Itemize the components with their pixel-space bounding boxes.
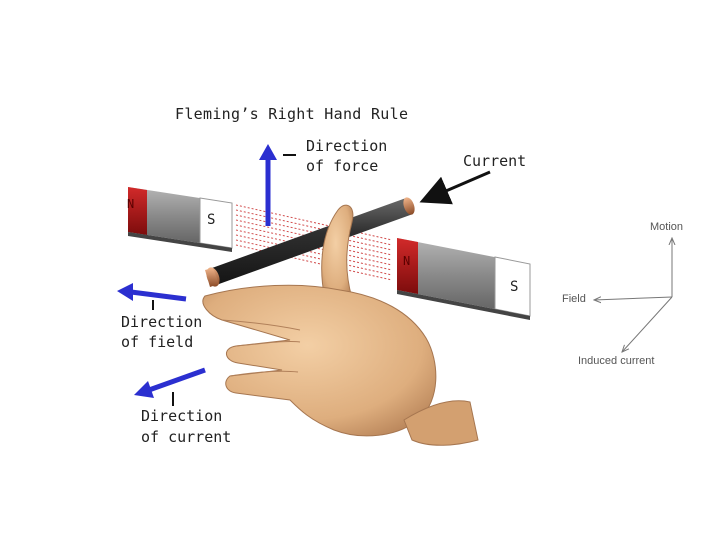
axes-inset bbox=[594, 238, 672, 352]
current-label: Current bbox=[463, 152, 526, 170]
field-axis bbox=[594, 297, 672, 300]
left-magnet bbox=[128, 187, 232, 252]
right-magnet-north-label: N bbox=[403, 254, 410, 268]
current-arrow bbox=[134, 370, 205, 398]
field-label: Field bbox=[562, 293, 586, 305]
left-magnet-north-label: N bbox=[127, 197, 134, 211]
force-arrow bbox=[259, 144, 277, 226]
left-magnet-south-label: S bbox=[207, 212, 215, 228]
right-magnet-south-label: S bbox=[510, 279, 518, 295]
current-pointer-arrow bbox=[425, 172, 490, 200]
right-hand bbox=[203, 205, 478, 445]
field-arrow bbox=[117, 283, 186, 301]
direction-of-force-label: Direction of force bbox=[306, 136, 387, 176]
direction-of-current-label: Direction of current bbox=[141, 406, 231, 448]
direction-of-field-label: Direction of field bbox=[121, 312, 202, 352]
conductor-rod bbox=[204, 196, 417, 289]
motion-label: Motion bbox=[650, 221, 683, 233]
induced-current-label: Induced current bbox=[578, 355, 654, 367]
induced-current-axis bbox=[622, 297, 672, 352]
diagram-title: Fleming’s Right Hand Rule bbox=[175, 105, 408, 123]
